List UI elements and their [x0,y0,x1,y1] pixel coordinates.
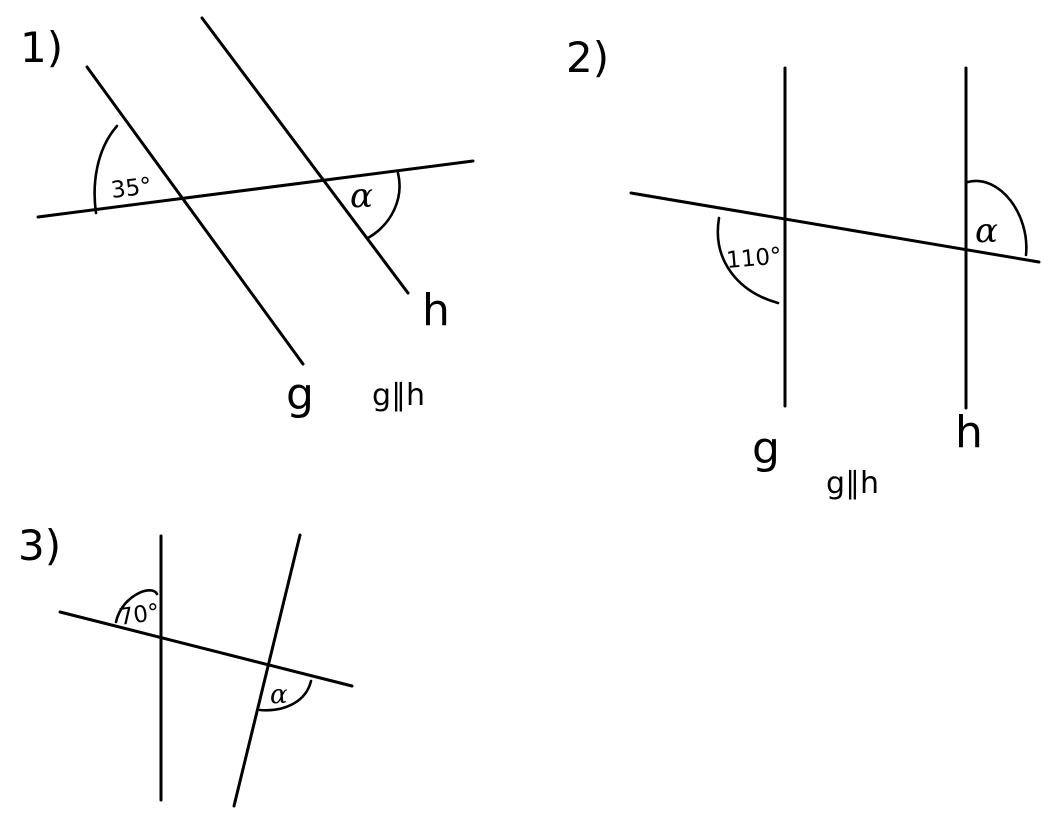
problem-3-given-angle-arc [114,589,159,624]
problem-3-slanted-line [232,533,302,808]
problem-2: 2) 110° α g h g∥h [566,33,1041,501]
problem-1-line-h [200,16,410,295]
problem-2-label-g: g [752,423,780,474]
problem-1-label-h: h [422,285,450,336]
problem-2-alpha-arc [966,179,1028,257]
problem-2-transversal [629,191,1041,264]
problem-1-number: 1) [20,23,63,72]
problem-1-label-g: g [286,369,314,420]
problem-1-given-angle: 35° [110,173,154,204]
problem-2-alpha: α [975,211,998,251]
problem-1-line-g [85,65,305,366]
problem-1-given-angle-arc [93,124,119,215]
problem-3-alpha: α [270,680,288,710]
problem-3-given-angle: 70° [117,600,161,631]
problem-1-alpha: α [350,176,373,216]
problem-3-number: 3) [18,521,61,570]
problem-2-label-h: h [955,407,983,458]
problem-1: 1) 35° α g h g∥h [20,16,475,420]
problem-1-alpha-arc [366,171,401,240]
problem-3-alpha-arc [258,679,313,712]
problem-2-given-angle-arc [716,216,780,305]
problem-1-transversal [36,159,475,219]
problem-1-parallel-note: g∥h [372,378,425,413]
problem-2-number: 2) [566,33,609,82]
problem-2-given-angle: 110° [725,243,782,274]
problem-3-transversal [58,610,354,688]
problem-2-parallel-note: g∥h [826,466,879,501]
problem-3: 3) 70° α [18,521,354,808]
